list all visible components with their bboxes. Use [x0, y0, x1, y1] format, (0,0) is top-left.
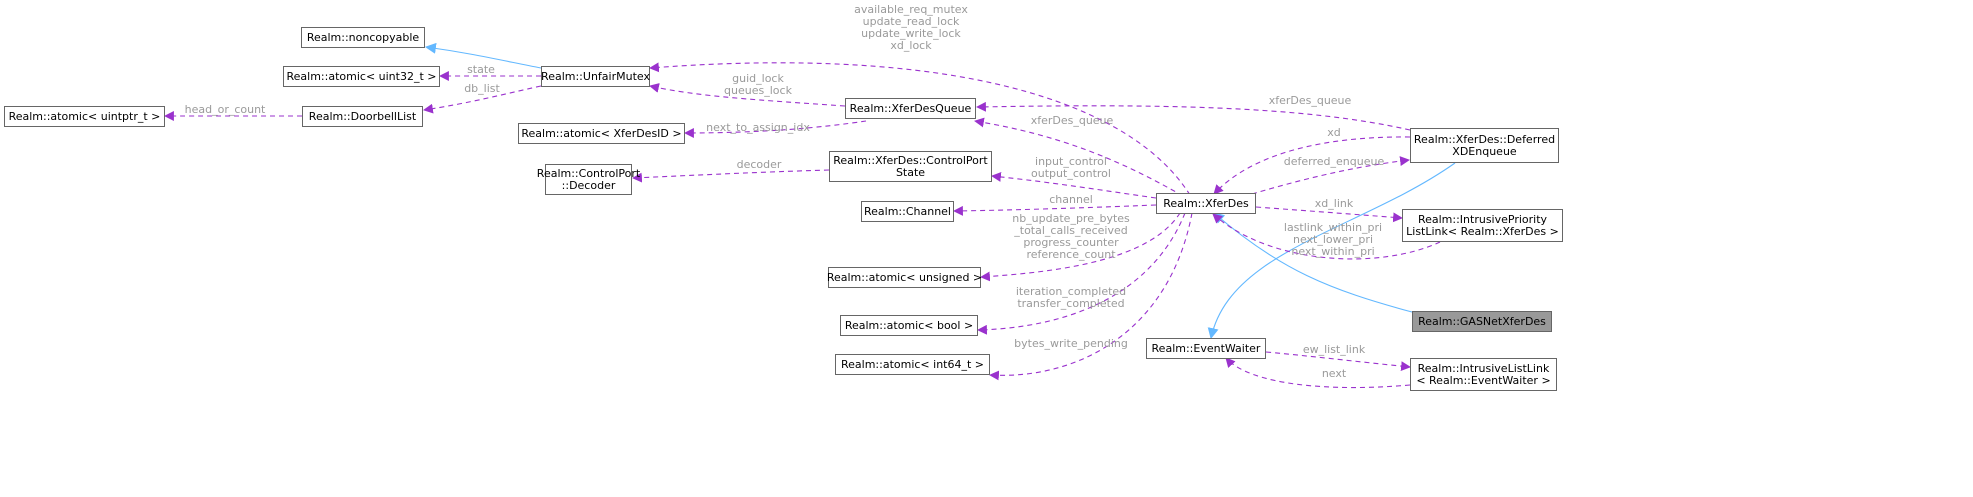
- edge-label-channel: channel: [1049, 193, 1093, 206]
- edge-label-mutex-members: available_req_mutex update_read_lock upd…: [854, 3, 968, 52]
- edge-label-counters: nb_update_pre_bytes _total_calls_receive…: [1012, 212, 1130, 261]
- edge-label-io-control: input_control output_control: [1031, 155, 1111, 180]
- edge-label-xferdes-queue-2: xferDes_queue: [1268, 94, 1352, 107]
- edge-deferred-xferdes: [1213, 136, 1411, 195]
- edge-label-deferred-enqueue: deferred_enqueue: [1283, 155, 1385, 168]
- node-doorbell-list[interactable]: Realm::DoorbellList: [302, 106, 423, 127]
- node-xferdes[interactable]: Realm::XferDes: [1156, 193, 1256, 214]
- edge-label-state: state: [467, 63, 495, 76]
- edge-xferdes-prioritylink: [1255, 206, 1403, 223]
- edge-label-bytes-write-pending: bytes_write_pending: [1014, 337, 1128, 350]
- edge-eventwaiter-intrusivelistlink: [1265, 351, 1411, 372]
- edge-xferdes-atomicunsigned: [980, 212, 1181, 282]
- node-atomic-unsigned[interactable]: Realm::atomic< unsigned >: [827, 267, 982, 288]
- edge-label-xd: xd: [1327, 126, 1341, 139]
- edge-label-db-list: db_list: [464, 82, 500, 95]
- edge-xferdes-channel: [953, 204, 1157, 216]
- edge-unfairmutex-to-noncopyable: [424, 42, 542, 69]
- edge-label-priority-links: lastlink_within_pri next_lower_pri next_…: [1283, 221, 1383, 258]
- node-atomic-xferdesid[interactable]: Realm::atomic< XferDesID >: [518, 123, 685, 144]
- edge-xferdesqueue-unfairmutex: [649, 83, 846, 107]
- edge-xferdes-unfairmutex: [649, 62, 1191, 196]
- node-atomic-bool[interactable]: Realm::atomic< bool >: [840, 315, 978, 336]
- node-noncopyable[interactable]: Realm::noncopyable: [301, 27, 425, 48]
- node-atomic-int64[interactable]: Realm::atomic< int64_t >: [835, 354, 990, 375]
- edge-xferdes-atomicbool: [977, 212, 1186, 335]
- edge-deferred-xferdesqueue: [976, 101, 1411, 131]
- edge-label-head-or-count: head_or_count: [184, 103, 266, 116]
- edge-xferdes-deferred: [1251, 156, 1410, 195]
- edge-prioritylink-xferdes: [1212, 213, 1441, 260]
- node-atomic-uintptr[interactable]: Realm::atomic< uintptr_t >: [4, 106, 165, 127]
- edge-xferdes-controlportstate: [991, 171, 1157, 199]
- edge-label-completed-flags: iteration_completed transfer_completed: [1015, 285, 1127, 310]
- node-atomic-uint32[interactable]: Realm::atomic< uint32_t >: [283, 66, 440, 87]
- edge-intrusivelistlink-eventwaiter: [1225, 357, 1411, 389]
- node-gasnet-xferdes[interactable]: Realm::GASNetXferDes: [1412, 311, 1552, 332]
- edge-label-xferdes-queue-1: xferDes_queue: [1030, 114, 1114, 127]
- edge-controlportstate-decoder: [632, 169, 830, 183]
- edge-xferdesqueue-atomicxferdesid: [684, 120, 867, 138]
- edge-label-xd-link: xd_link: [1314, 197, 1354, 210]
- edge-unfairmutex-dblist: [423, 85, 542, 114]
- node-control-port-decoder[interactable]: Realm::ControlPort ::Decoder: [537, 164, 640, 195]
- node-control-port-state[interactable]: Realm::XferDes::ControlPort State: [829, 151, 992, 182]
- node-event-waiter[interactable]: Realm::EventWaiter: [1146, 338, 1266, 359]
- node-unfair-mutex[interactable]: Realm::UnfairMutex: [541, 66, 650, 87]
- node-channel[interactable]: Realm::Channel: [861, 201, 954, 222]
- edge-label-ew-list-link: ew_list_link: [1302, 343, 1366, 356]
- node-xferdes-queue[interactable]: Realm::XferDesQueue: [845, 98, 976, 119]
- edge-gasnet-to-xferdes: [1213, 212, 1413, 313]
- edge-label-decoder: decoder: [736, 158, 782, 171]
- edge-xferdes-xferdesqueue: [974, 117, 1184, 197]
- node-deferred-enqueue[interactable]: Realm::XferDes::Deferred XDEnqueue: [1410, 128, 1559, 163]
- node-intrusive-list-link[interactable]: Realm::IntrusiveListLink < Realm::EventW…: [1410, 358, 1557, 391]
- edge-deferred-to-eventwaiter: [1207, 162, 1456, 340]
- node-intrusive-priority-link[interactable]: Realm::IntrusivePriority ListLink< Realm…: [1402, 209, 1563, 242]
- edge-label-next: next: [1321, 367, 1347, 380]
- edge-label-guid-queues-lock: guid_lock queues_lock: [724, 72, 792, 97]
- edge-label-next-to-assign-idx: next_to_assign_idx: [706, 121, 810, 134]
